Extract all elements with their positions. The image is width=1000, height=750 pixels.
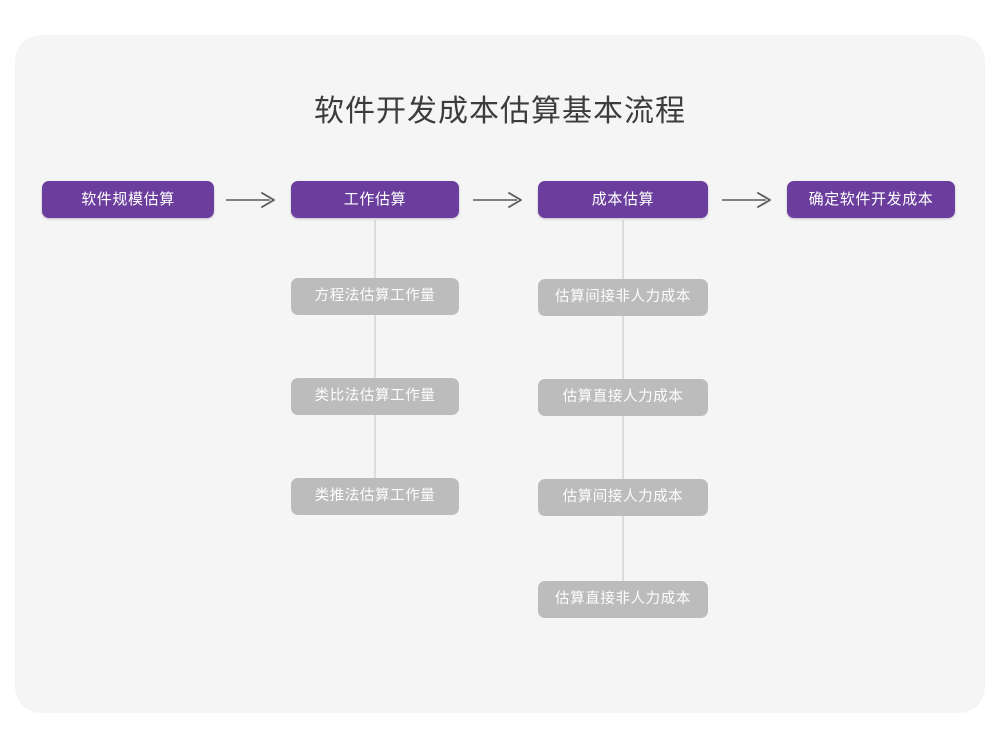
branch-node-direct-nonlabor-cost[interactable]: 估算直接非人力成本 — [538, 581, 708, 618]
flow-node-label: 成本估算 — [591, 191, 655, 208]
flow-node-label: 工作估算 — [343, 191, 407, 208]
branch-node-label: 估算直接非人力成本 — [555, 591, 691, 608]
flow-node-work-estimation[interactable]: 工作估算 — [291, 181, 459, 218]
branch-node-direct-labor-cost[interactable]: 估算直接人力成本 — [538, 379, 708, 416]
branch-node-label: 类比法估算工作量 — [314, 388, 436, 405]
branch-node-label: 类推法估算工作量 — [314, 488, 436, 505]
branch-node-label: 估算直接人力成本 — [562, 389, 684, 406]
branch-node-indirect-labor-cost[interactable]: 估算间接人力成本 — [538, 479, 708, 516]
page-title: 软件开发成本估算基本流程 — [314, 95, 686, 128]
branch-node-indirect-nonlabor-cost[interactable]: 估算间接非人力成本 — [538, 279, 708, 316]
branch-node-analogy-method-effort[interactable]: 类比法估算工作量 — [291, 378, 459, 415]
flow-arrow-3-icon — [718, 185, 778, 215]
branch-connector-left — [374, 218, 376, 500]
flow-node-label: 软件规模估算 — [81, 191, 175, 208]
diagram-card — [15, 35, 985, 713]
flow-arrow-1-icon — [222, 185, 282, 215]
branch-node-label: 估算间接人力成本 — [562, 489, 684, 506]
branch-node-inference-method-effort[interactable]: 类推法估算工作量 — [291, 478, 459, 515]
flow-node-determine-development-cost[interactable]: 确定软件开发成本 — [787, 181, 955, 218]
flow-node-software-scale-estimation[interactable]: 软件规模估算 — [42, 181, 214, 218]
flow-node-cost-estimation[interactable]: 成本估算 — [538, 181, 708, 218]
flow-node-label: 确定软件开发成本 — [808, 191, 934, 208]
branch-node-label: 方程法估算工作量 — [314, 288, 436, 305]
branch-node-label: 估算间接非人力成本 — [555, 289, 691, 306]
flow-arrow-2-icon — [469, 185, 529, 215]
branch-node-equation-method-effort[interactable]: 方程法估算工作量 — [291, 278, 459, 315]
